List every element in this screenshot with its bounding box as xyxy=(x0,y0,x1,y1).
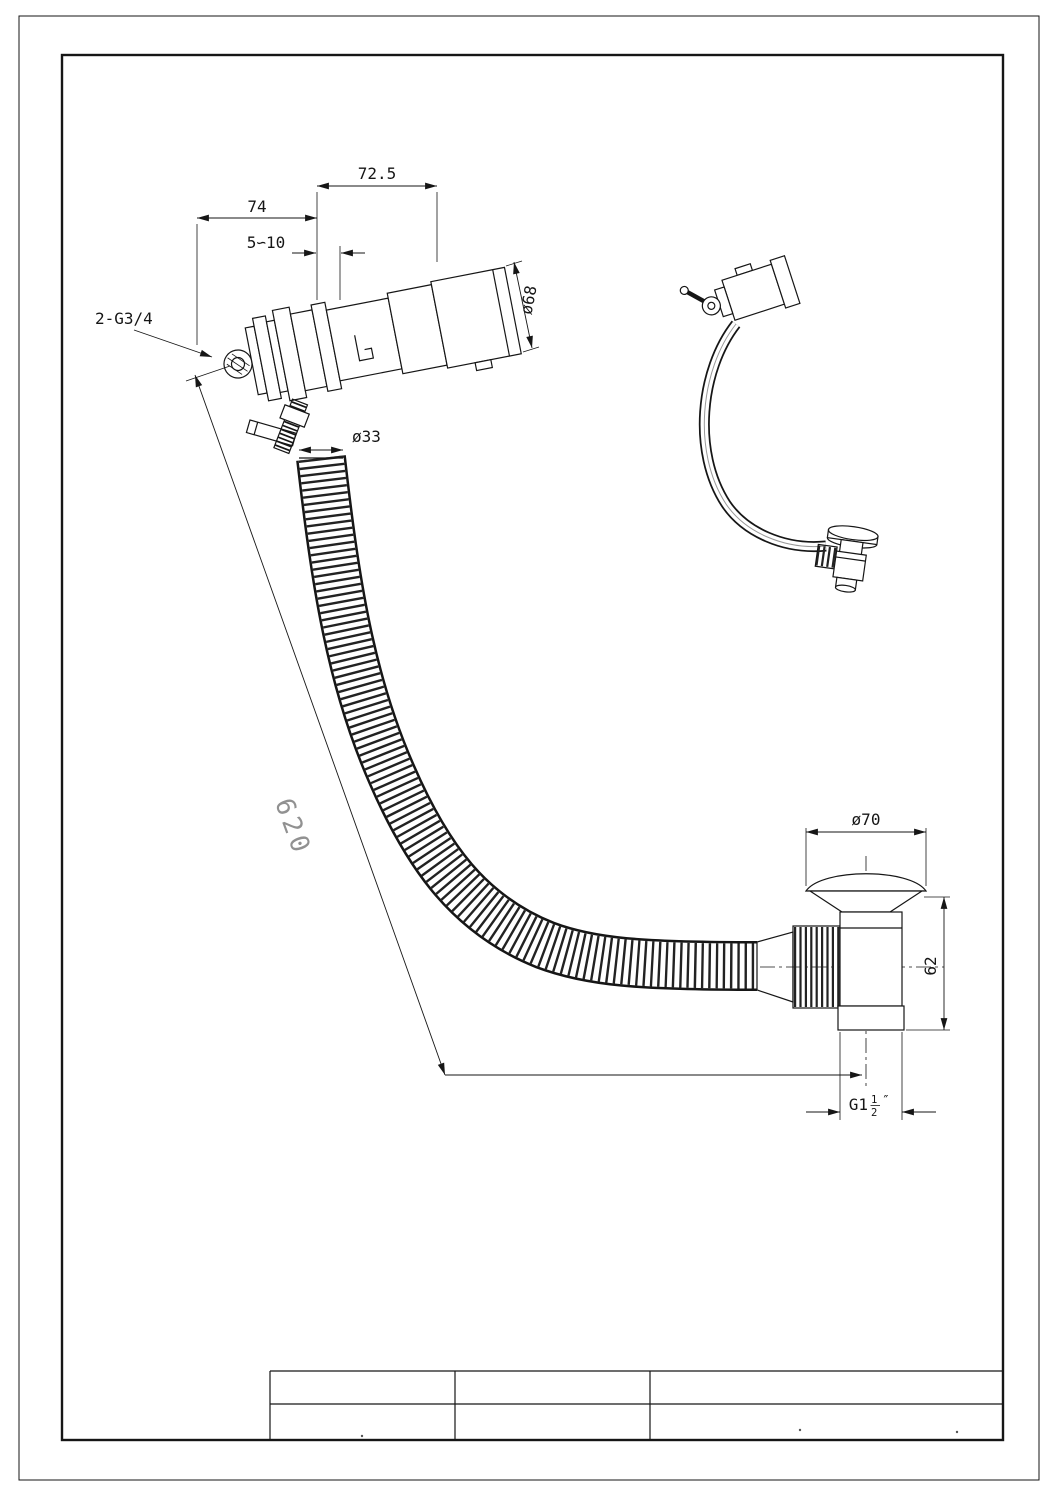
dimension-72-5: 72.5 xyxy=(317,164,438,262)
hose-length-label: 620 xyxy=(268,794,316,860)
dimension-g1-half: G1 1 2 ″ xyxy=(806,1032,936,1120)
dim-62-label: 62 xyxy=(921,956,940,975)
overflow-cap xyxy=(430,266,522,369)
waste-body xyxy=(839,911,903,1007)
overview-waste xyxy=(814,525,879,593)
stray-mark xyxy=(955,1430,959,1434)
waste-thread-prefix-label: G1 xyxy=(849,1095,868,1114)
dim-72-5-label: 72.5 xyxy=(358,164,397,183)
threaded-tail xyxy=(273,398,311,455)
dimension-dia-33: ø33 xyxy=(299,427,381,454)
dimension-dia-70: ø70 xyxy=(805,810,927,886)
inner-border xyxy=(60,53,1005,1442)
dim-74-label: 74 xyxy=(247,197,266,216)
overflow-thread-callout: 2-G3/4 xyxy=(95,309,213,358)
stray-mark xyxy=(798,1428,802,1432)
dia-68-label: ø68 xyxy=(517,284,541,316)
waste-thread-unit-label: ″ xyxy=(882,1094,890,1109)
flexible-hose xyxy=(296,455,794,1003)
dimension-74: 74 xyxy=(196,192,318,345)
dimension-5-10: 5∽10 xyxy=(247,233,365,300)
waste-thread-numerator-label: 1 xyxy=(871,1094,877,1106)
title-block xyxy=(269,1370,1003,1440)
dimension-62: 62 xyxy=(906,896,950,1031)
dia-70-label: ø70 xyxy=(852,810,881,829)
dim-5-10-label: 5∽10 xyxy=(247,233,286,252)
outer-border xyxy=(18,15,1040,1481)
product-overview-view xyxy=(679,255,879,593)
waste-thread-denominator-label: 2 xyxy=(871,1107,877,1119)
overview-overflow-head xyxy=(679,255,801,321)
drain-detail-view xyxy=(760,856,944,1090)
waste-cap xyxy=(804,873,928,892)
overflow-thread-label: 2-G3/4 xyxy=(95,309,153,328)
retainer-hook xyxy=(354,335,375,362)
stray-mark xyxy=(360,1434,364,1438)
dia-33-label: ø33 xyxy=(352,427,381,446)
